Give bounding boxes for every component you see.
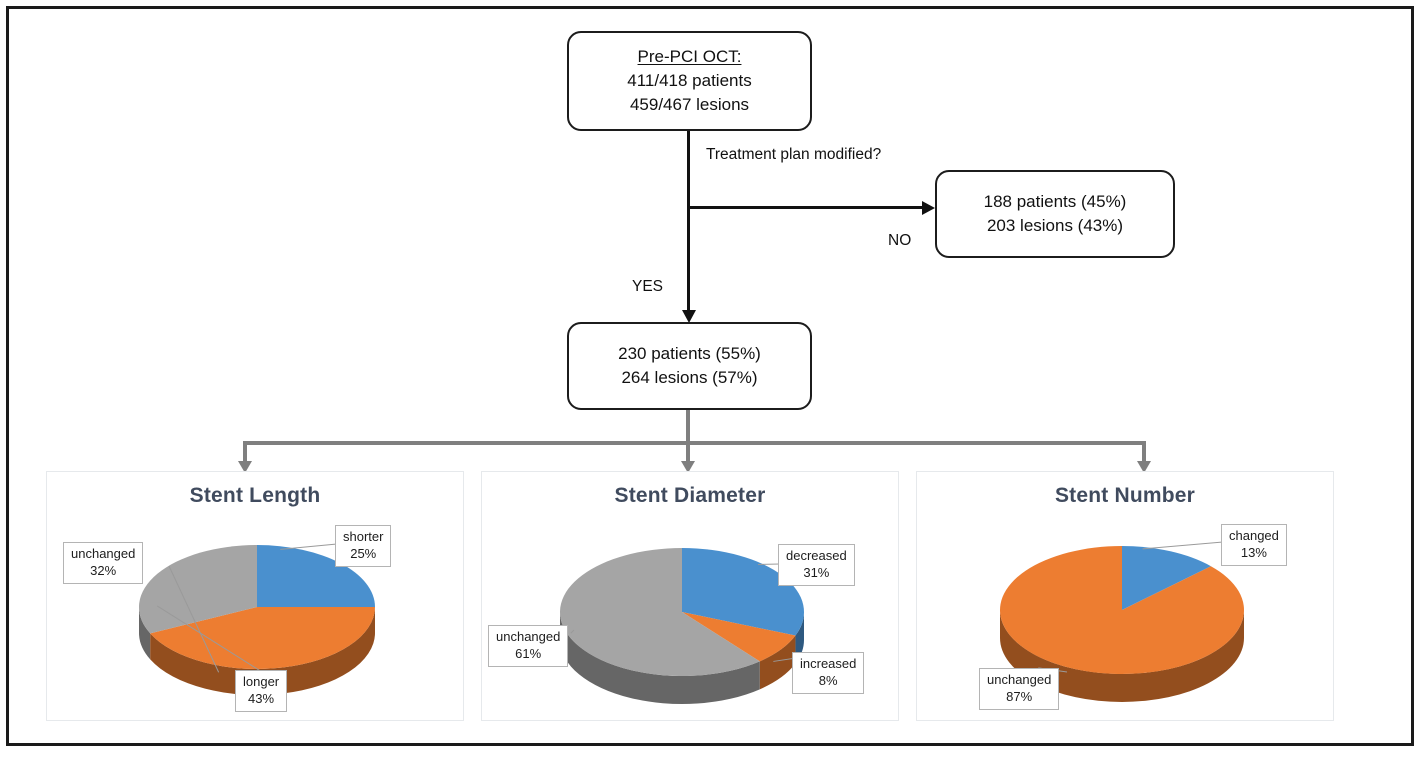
edge-label-no: NO bbox=[888, 232, 912, 249]
pie-chart-stent-diameter bbox=[482, 472, 898, 720]
callout-leader-line bbox=[570, 629, 575, 634]
pie-slice-shorter bbox=[257, 545, 375, 607]
pie-slice-side-unchanged bbox=[139, 607, 151, 660]
callout-value-shorter: 25% bbox=[350, 545, 377, 561]
callout-value-unchanged-diameter: 61% bbox=[515, 645, 542, 661]
flow-box-yes-modification: 230 patients (55%) 264 lesions (57%) bbox=[567, 322, 812, 410]
flow-box-pre-pci-oct: Pre-PCI OCT: 411/418 patients 459/467 le… bbox=[567, 31, 812, 131]
callout-increased: increased 8% bbox=[792, 652, 865, 695]
arrowhead-no-icon bbox=[922, 200, 935, 215]
chart-panel-stent-length: Stent Length shorter 25% unchanged 32% l… bbox=[46, 471, 464, 721]
yes-box-patients: 230 patients (55%) bbox=[618, 343, 761, 363]
callout-leader-line bbox=[168, 565, 220, 673]
no-box-lesions: 203 lesions (43%) bbox=[986, 216, 1124, 235]
callout-label-shorter: shorter bbox=[343, 529, 384, 544]
connector-split-center bbox=[686, 441, 690, 463]
arrowhead-chart-center-icon bbox=[681, 461, 695, 473]
pie-chart-stent-number bbox=[917, 472, 1333, 720]
pie-slice-side-longer bbox=[150, 607, 375, 695]
pie-slice-unchanged bbox=[999, 546, 1244, 674]
flow-box-no-modification: 188 patients (45%) 203 lesions (43%) bbox=[935, 170, 1175, 258]
connector-split-stem bbox=[686, 410, 690, 444]
pie-slice-changed bbox=[1122, 546, 1211, 610]
pie-slice-side-unchanged bbox=[1000, 610, 1244, 702]
arrowhead-yes-icon bbox=[681, 310, 696, 323]
arrowhead-chart-right-icon bbox=[1137, 461, 1151, 473]
callout-leader-line bbox=[280, 543, 338, 550]
callout-value-longer: 43% bbox=[248, 690, 275, 706]
pie-slice-longer bbox=[150, 607, 375, 669]
root-box-lesions: 459/467 lesions bbox=[629, 95, 750, 115]
connector-split-right bbox=[1142, 441, 1146, 463]
callout-label-unchanged-diameter: unchanged bbox=[496, 629, 561, 644]
pie-slice-unchanged bbox=[138, 545, 257, 634]
callout-value-increased: 8% bbox=[818, 672, 838, 688]
callout-label-unchanged-length: unchanged bbox=[71, 546, 136, 561]
chart-panel-stent-diameter: Stent Diameter decreased 31% unchanged 6… bbox=[481, 471, 899, 721]
chart-panel-stent-number: Stent Number changed 13% unchanged 87% bbox=[916, 471, 1334, 721]
chart-title-stent-number: Stent Number bbox=[1054, 484, 1196, 507]
callout-decreased: decreased 31% bbox=[778, 544, 855, 587]
connector-trunk-lower bbox=[687, 207, 690, 311]
callout-label-unchanged-number: unchanged bbox=[987, 672, 1052, 687]
callout-changed: changed 13% bbox=[1221, 524, 1287, 567]
connector-split-bar bbox=[243, 441, 1146, 445]
callout-label-longer: longer bbox=[243, 674, 280, 689]
pie-slice-side-unchanged bbox=[560, 612, 760, 704]
callout-leader-line bbox=[156, 605, 263, 673]
connector-split-left bbox=[243, 441, 247, 463]
arrowhead-chart-left-icon bbox=[238, 461, 252, 473]
no-box-patients: 188 patients (45%) bbox=[983, 191, 1127, 211]
callout-value-decreased: 31% bbox=[803, 564, 830, 580]
pie-slice-decreased bbox=[682, 548, 804, 636]
callout-value-changed: 13% bbox=[1240, 544, 1267, 560]
pie-slice-side-increased bbox=[759, 635, 796, 690]
callout-label-changed: changed bbox=[1229, 528, 1279, 543]
yes-box-lesions: 264 lesions (57%) bbox=[621, 368, 758, 387]
connector-branch-no bbox=[687, 206, 925, 209]
connector-trunk-upper bbox=[687, 131, 690, 207]
edge-label-yes: YES bbox=[632, 278, 664, 295]
callout-label-increased: increased bbox=[800, 656, 857, 671]
callout-longer: longer 43% bbox=[235, 670, 288, 713]
pie-slice-side-decreased bbox=[795, 612, 804, 664]
root-box-heading: Pre-PCI OCT: bbox=[637, 46, 742, 66]
callout-label-decreased: decreased bbox=[786, 548, 847, 563]
edge-label-question: Treatment plan modified? bbox=[706, 146, 882, 163]
pie-slice-unchanged bbox=[559, 548, 760, 676]
pie-slice-increased bbox=[682, 612, 796, 662]
callout-shorter: shorter 25% bbox=[335, 525, 392, 568]
callout-value-unchanged-length: 32% bbox=[90, 562, 117, 578]
callout-value-unchanged-number: 87% bbox=[1006, 688, 1033, 704]
pie-chart-stent-length bbox=[47, 472, 463, 720]
callout-leader-line bbox=[1142, 541, 1224, 550]
root-box-patients: 411/418 patients bbox=[627, 70, 752, 90]
callout-unchanged-diameter: unchanged 61% bbox=[488, 625, 569, 668]
callout-unchanged-number: unchanged 87% bbox=[979, 668, 1060, 711]
chart-title-stent-length: Stent Length bbox=[189, 484, 321, 507]
chart-title-stent-diameter: Stent Diameter bbox=[614, 484, 766, 507]
callout-unchanged-length: unchanged 32% bbox=[63, 542, 144, 585]
